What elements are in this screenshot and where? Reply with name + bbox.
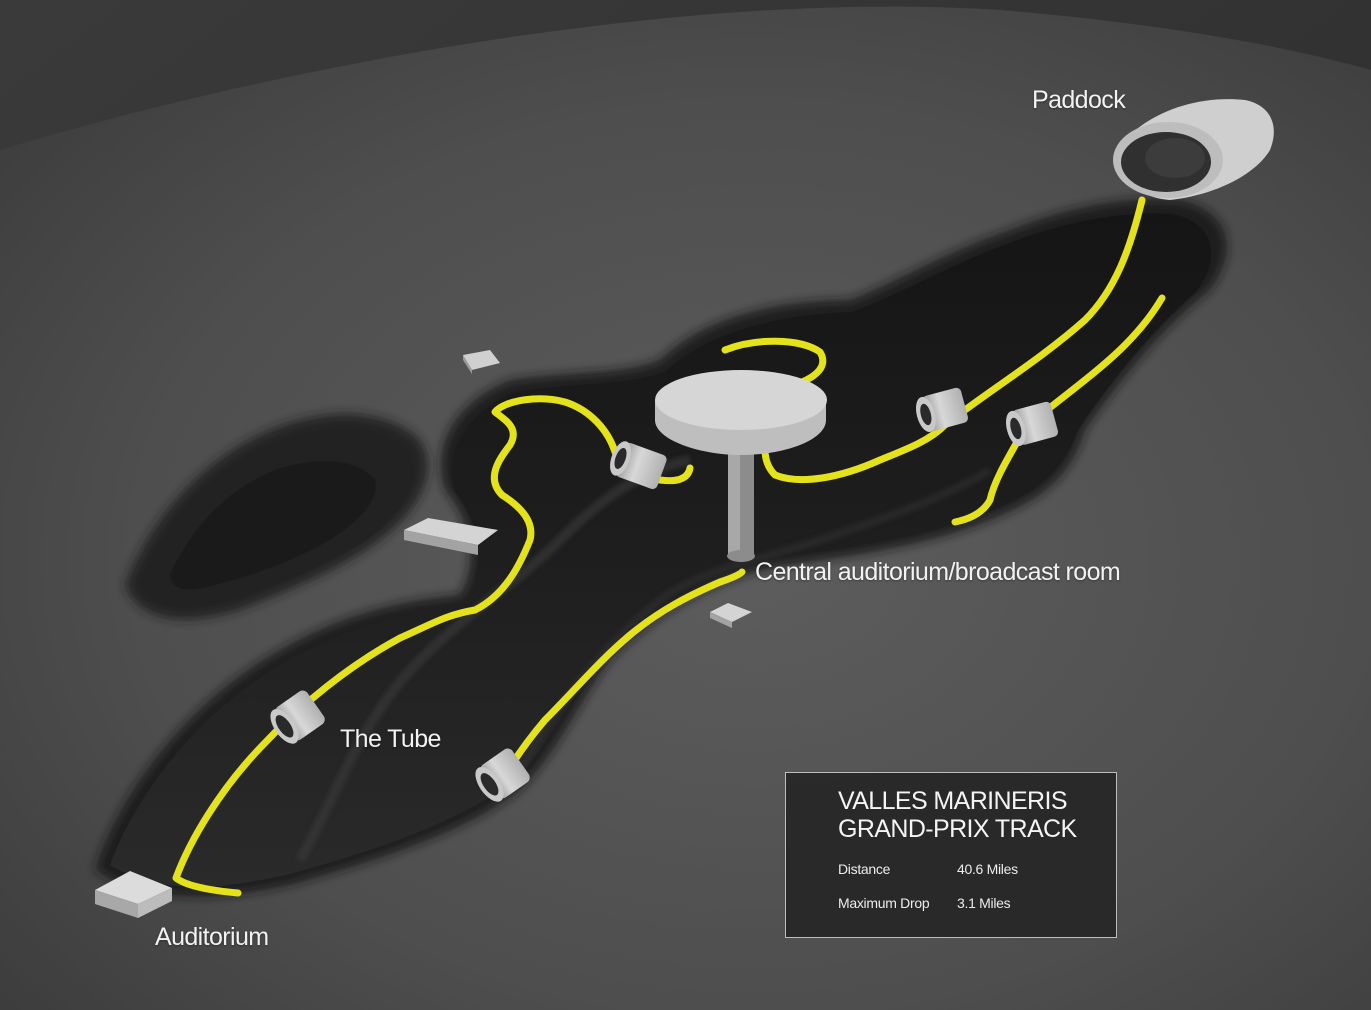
canyon-main [110, 213, 1212, 887]
central-platform [655, 370, 827, 562]
stat-value: 3.1 Miles [957, 895, 1011, 911]
tube-east-1 [915, 387, 969, 433]
stat-name: Distance [838, 861, 891, 877]
track-title-line2: GRAND-PRIX TRACK [838, 815, 1077, 843]
tube-south [475, 748, 530, 802]
tube-east-2 [1005, 401, 1059, 447]
stat-value: 40.6 Miles [957, 861, 1018, 877]
label-paddock: Paddock [1032, 86, 1126, 114]
label-auditorium: Auditorium [155, 923, 269, 951]
track-south-leg [493, 568, 746, 794]
stat-name: Maximum Drop [838, 895, 930, 911]
label-central-auditorium: Central auditorium/broadcast room [755, 558, 1121, 586]
track-info-panel: VALLES MARINERIS GRAND-PRIX TRACK Distan… [785, 772, 1117, 938]
track-title-line1: VALLES MARINERIS [838, 787, 1068, 815]
track-west-leg [172, 395, 694, 897]
track-title: VALLES MARINERIS GRAND-PRIX TRACK [838, 787, 1077, 843]
track-central-leg [721, 196, 1146, 484]
blocks [95, 350, 752, 918]
tube-west [270, 690, 325, 744]
tube-tunnels [270, 387, 1059, 802]
tube-central-left [610, 441, 667, 490]
label-the-tube: The Tube [340, 725, 441, 753]
paddock-structure [1113, 99, 1274, 200]
